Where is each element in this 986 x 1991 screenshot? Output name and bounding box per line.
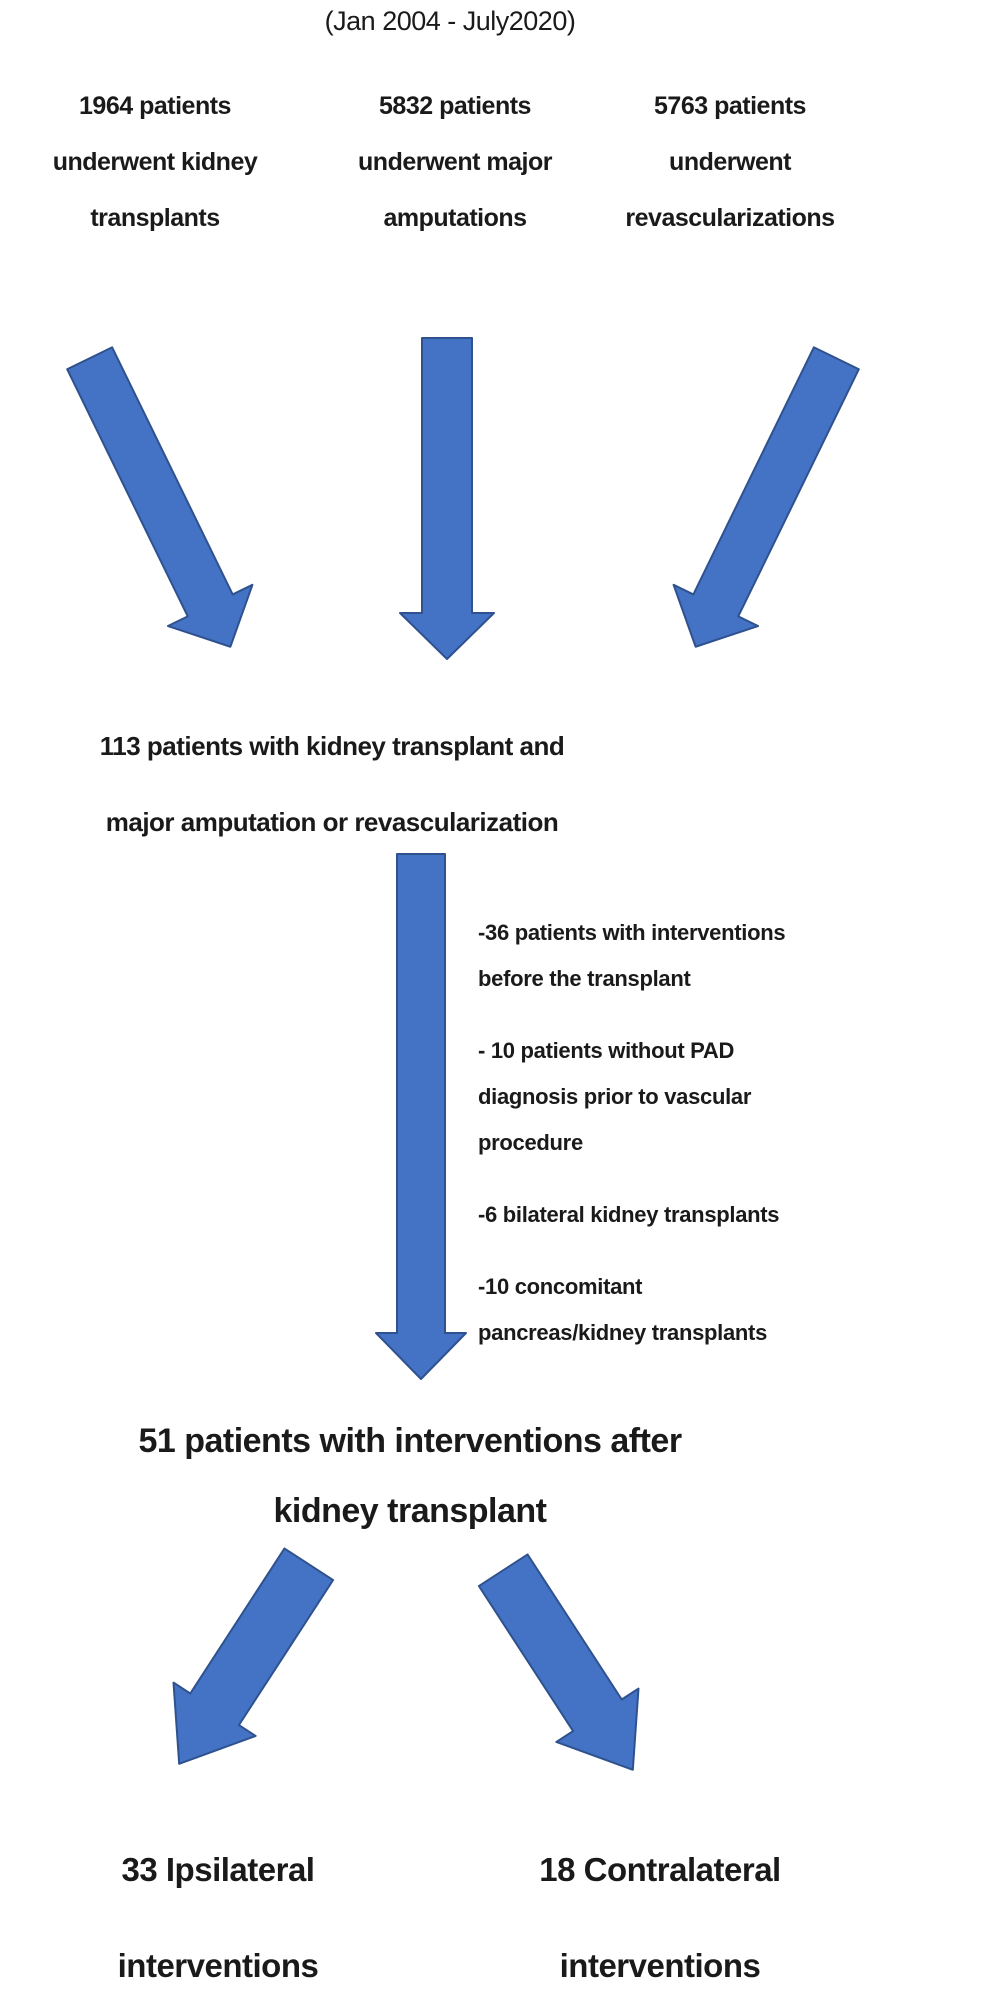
group-line: underwent — [669, 148, 791, 176]
exclusion-item-bilateral-transplants: -6 bilateral kidney transplants — [478, 1192, 858, 1238]
node-line: 51 patients with interventions after — [138, 1422, 682, 1460]
node-113-patients: 113 patients with kidney transplant and … — [62, 708, 602, 860]
arrow-transplants-to-merge-icon — [66, 346, 254, 648]
node-line: 18 Contralateral — [539, 1851, 781, 1888]
node-line: kidney transplant — [273, 1492, 547, 1530]
node-line: 33 Ipsilateral — [121, 1851, 315, 1888]
group-line: underwent kidney — [52, 148, 258, 176]
exclusion-line: -6 bilateral kidney transplants — [478, 1202, 780, 1227]
node-contralateral-interventions: 18 Contralateral interventions — [480, 1822, 840, 1991]
group-major-amputations: 5832 patients underwent major amputation… — [315, 78, 595, 246]
exclusion-line: - 10 patients without PAD — [478, 1038, 735, 1063]
exclusion-line: pancreas/kidney transplants — [478, 1320, 768, 1345]
exclusion-list: -36 patients with interventions before t… — [478, 910, 858, 1382]
diagram-title: (Jan 2004 - July2020) — [0, 6, 900, 37]
exclusion-line: procedure — [478, 1130, 583, 1155]
exclusion-line: before the transplant — [478, 966, 691, 991]
exclusion-item-before-transplant: -36 patients with interventions before t… — [478, 910, 858, 1002]
group-line: amputations — [383, 204, 527, 232]
exclusion-line: diagnosis prior to vascular — [478, 1084, 752, 1109]
node-51-patients: 51 patients with interventions after kid… — [60, 1406, 760, 1546]
date-range-label: (Jan 2004 - July2020) — [324, 6, 576, 36]
exclusion-line: -10 concomitant — [478, 1274, 643, 1299]
exclusion-item-pancreas-kidney: -10 concomitant pancreas/kidney transpla… — [478, 1264, 858, 1356]
group-line: underwent major — [358, 148, 552, 176]
group-line: revascularizations — [625, 204, 835, 232]
node-line: 113 patients with kidney transplant and — [99, 731, 565, 761]
arrow-result-to-ipsilateral-icon — [172, 1547, 335, 1765]
node-line: interventions — [559, 1947, 761, 1984]
arrow-revascularizations-to-merge-icon — [672, 346, 860, 648]
group-line: 5832 patients — [379, 92, 531, 120]
arrow-result-to-contralateral-icon — [477, 1553, 640, 1771]
arrow-amputations-to-merge-icon — [399, 337, 495, 660]
group-revascularizations: 5763 patients underwent revascularizatio… — [590, 78, 870, 246]
node-line: interventions — [117, 1947, 319, 1984]
group-line: transplants — [90, 204, 220, 232]
exclusion-item-no-pad-diagnosis: - 10 patients without PAD diagnosis prio… — [478, 1028, 858, 1166]
group-line: 5763 patients — [654, 92, 806, 120]
group-kidney-transplants: 1964 patients underwent kidney transplan… — [15, 78, 295, 246]
arrow-merge-to-result-icon — [375, 853, 467, 1380]
group-line: 1964 patients — [79, 92, 231, 120]
node-line: major amputation or revascularization — [105, 807, 559, 837]
node-ipsilateral-interventions: 33 Ipsilateral interventions — [48, 1822, 388, 1991]
exclusion-line: -36 patients with interventions — [478, 920, 786, 945]
